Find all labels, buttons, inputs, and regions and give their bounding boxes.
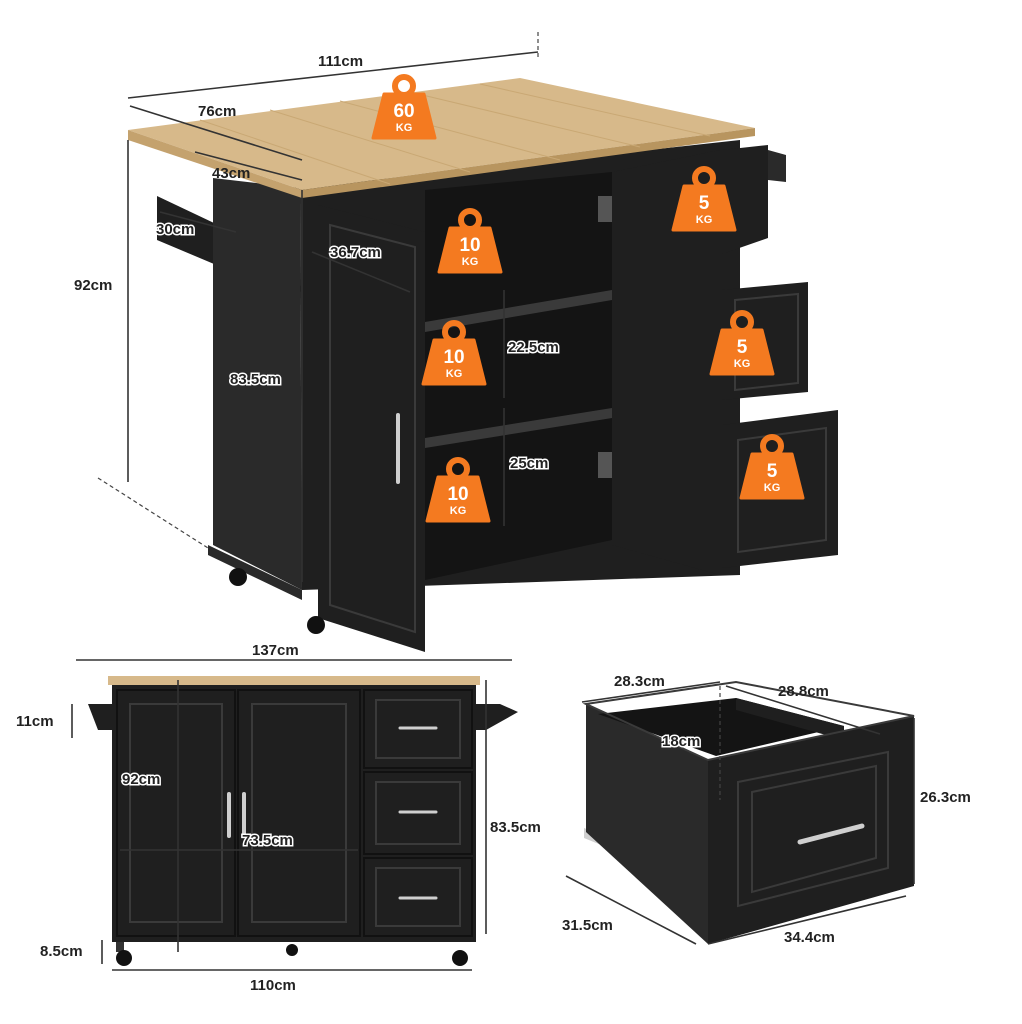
isometric-island-view — [128, 78, 838, 652]
svg-text:KG: KG — [450, 505, 467, 517]
base-width-label: 110cm — [250, 977, 296, 994]
top-width-label: 111cm — [318, 53, 363, 70]
drawer-front-width-label: 34.4cm — [784, 929, 835, 946]
svg-text:60: 60 — [393, 101, 414, 122]
caster-height-label: 8.5cm — [40, 943, 83, 960]
svg-text:5: 5 — [699, 193, 710, 214]
drawer-detail-view — [582, 680, 915, 944]
drawer-depth-label: 28.8cm — [778, 683, 829, 700]
front-body-height-label: 83.5cm — [490, 819, 541, 836]
shelf-gap-upper-label: 22.5cm — [508, 339, 559, 356]
drawer-dimension-lines — [565, 681, 915, 945]
svg-text:5: 5 — [767, 461, 778, 482]
drawer-front-height-label: 26.3cm — [920, 789, 971, 806]
svg-text:KG: KG — [696, 214, 713, 226]
svg-text:KG: KG — [446, 368, 463, 380]
front-total-width-label: 137cm — [252, 642, 299, 659]
body-height-label: 83.5cm — [230, 371, 281, 388]
front-view — [88, 676, 518, 966]
svg-text:KG: KG — [462, 256, 479, 268]
total-height-label: 92cm — [74, 277, 112, 294]
svg-text:10: 10 — [447, 484, 468, 505]
weight-badge-drawer-3: 5 KG — [741, 437, 803, 498]
top-depth-label: 76cm — [198, 103, 236, 120]
weight-badge-drawer-1: 5 KG — [673, 169, 735, 230]
inner-depth-label: 43cm — [212, 165, 250, 182]
drawer-top-width-label: 28.3cm — [614, 673, 665, 690]
weight-badge-shelf-mid: 10 KG — [423, 323, 485, 384]
isometric-dimension-labels: 111cm 76cm 43cm 30cm 36.7cm 92cm 83.5cm … — [74, 53, 560, 474]
cabinet-inner-width-label: 73.5cm — [242, 832, 293, 849]
weight-badge-shelf-bottom: 10 KG — [427, 460, 489, 521]
drawer-side-depth-label: 31.5cm — [562, 917, 613, 934]
drawer-inner-height-label: 18cm — [662, 733, 700, 750]
svg-text:10: 10 — [459, 235, 480, 256]
rack-height-label: 11cm — [16, 713, 54, 730]
front-view-dimension-lines — [71, 659, 512, 971]
svg-text:5: 5 — [737, 337, 748, 358]
door-width-label: 36.7cm — [330, 244, 381, 261]
isometric-dimension-lines — [97, 32, 539, 582]
towel-bar-label: 30cm — [156, 221, 194, 238]
svg-text:KG: KG — [734, 358, 751, 370]
weight-badge-drawer-2: 5 KG — [711, 313, 773, 374]
svg-text:KG: KG — [764, 482, 781, 494]
front-view-dimension-labels: 137cm 11cm 92cm 73.5cm 83.5cm 8.5cm 110c… — [16, 642, 541, 994]
weight-badge-shelf-top: 10 KG — [439, 211, 501, 272]
front-height-label: 92cm — [122, 771, 160, 788]
svg-text:KG: KG — [396, 122, 413, 134]
shelf-gap-lower-label: 25cm — [510, 455, 548, 472]
drawer-dimension-labels: 28.3cm 28.8cm 18cm 26.3cm 31.5cm 34.4cm — [562, 673, 971, 946]
svg-text:10: 10 — [443, 347, 464, 368]
weight-badge-top: 60 KG — [373, 77, 435, 138]
